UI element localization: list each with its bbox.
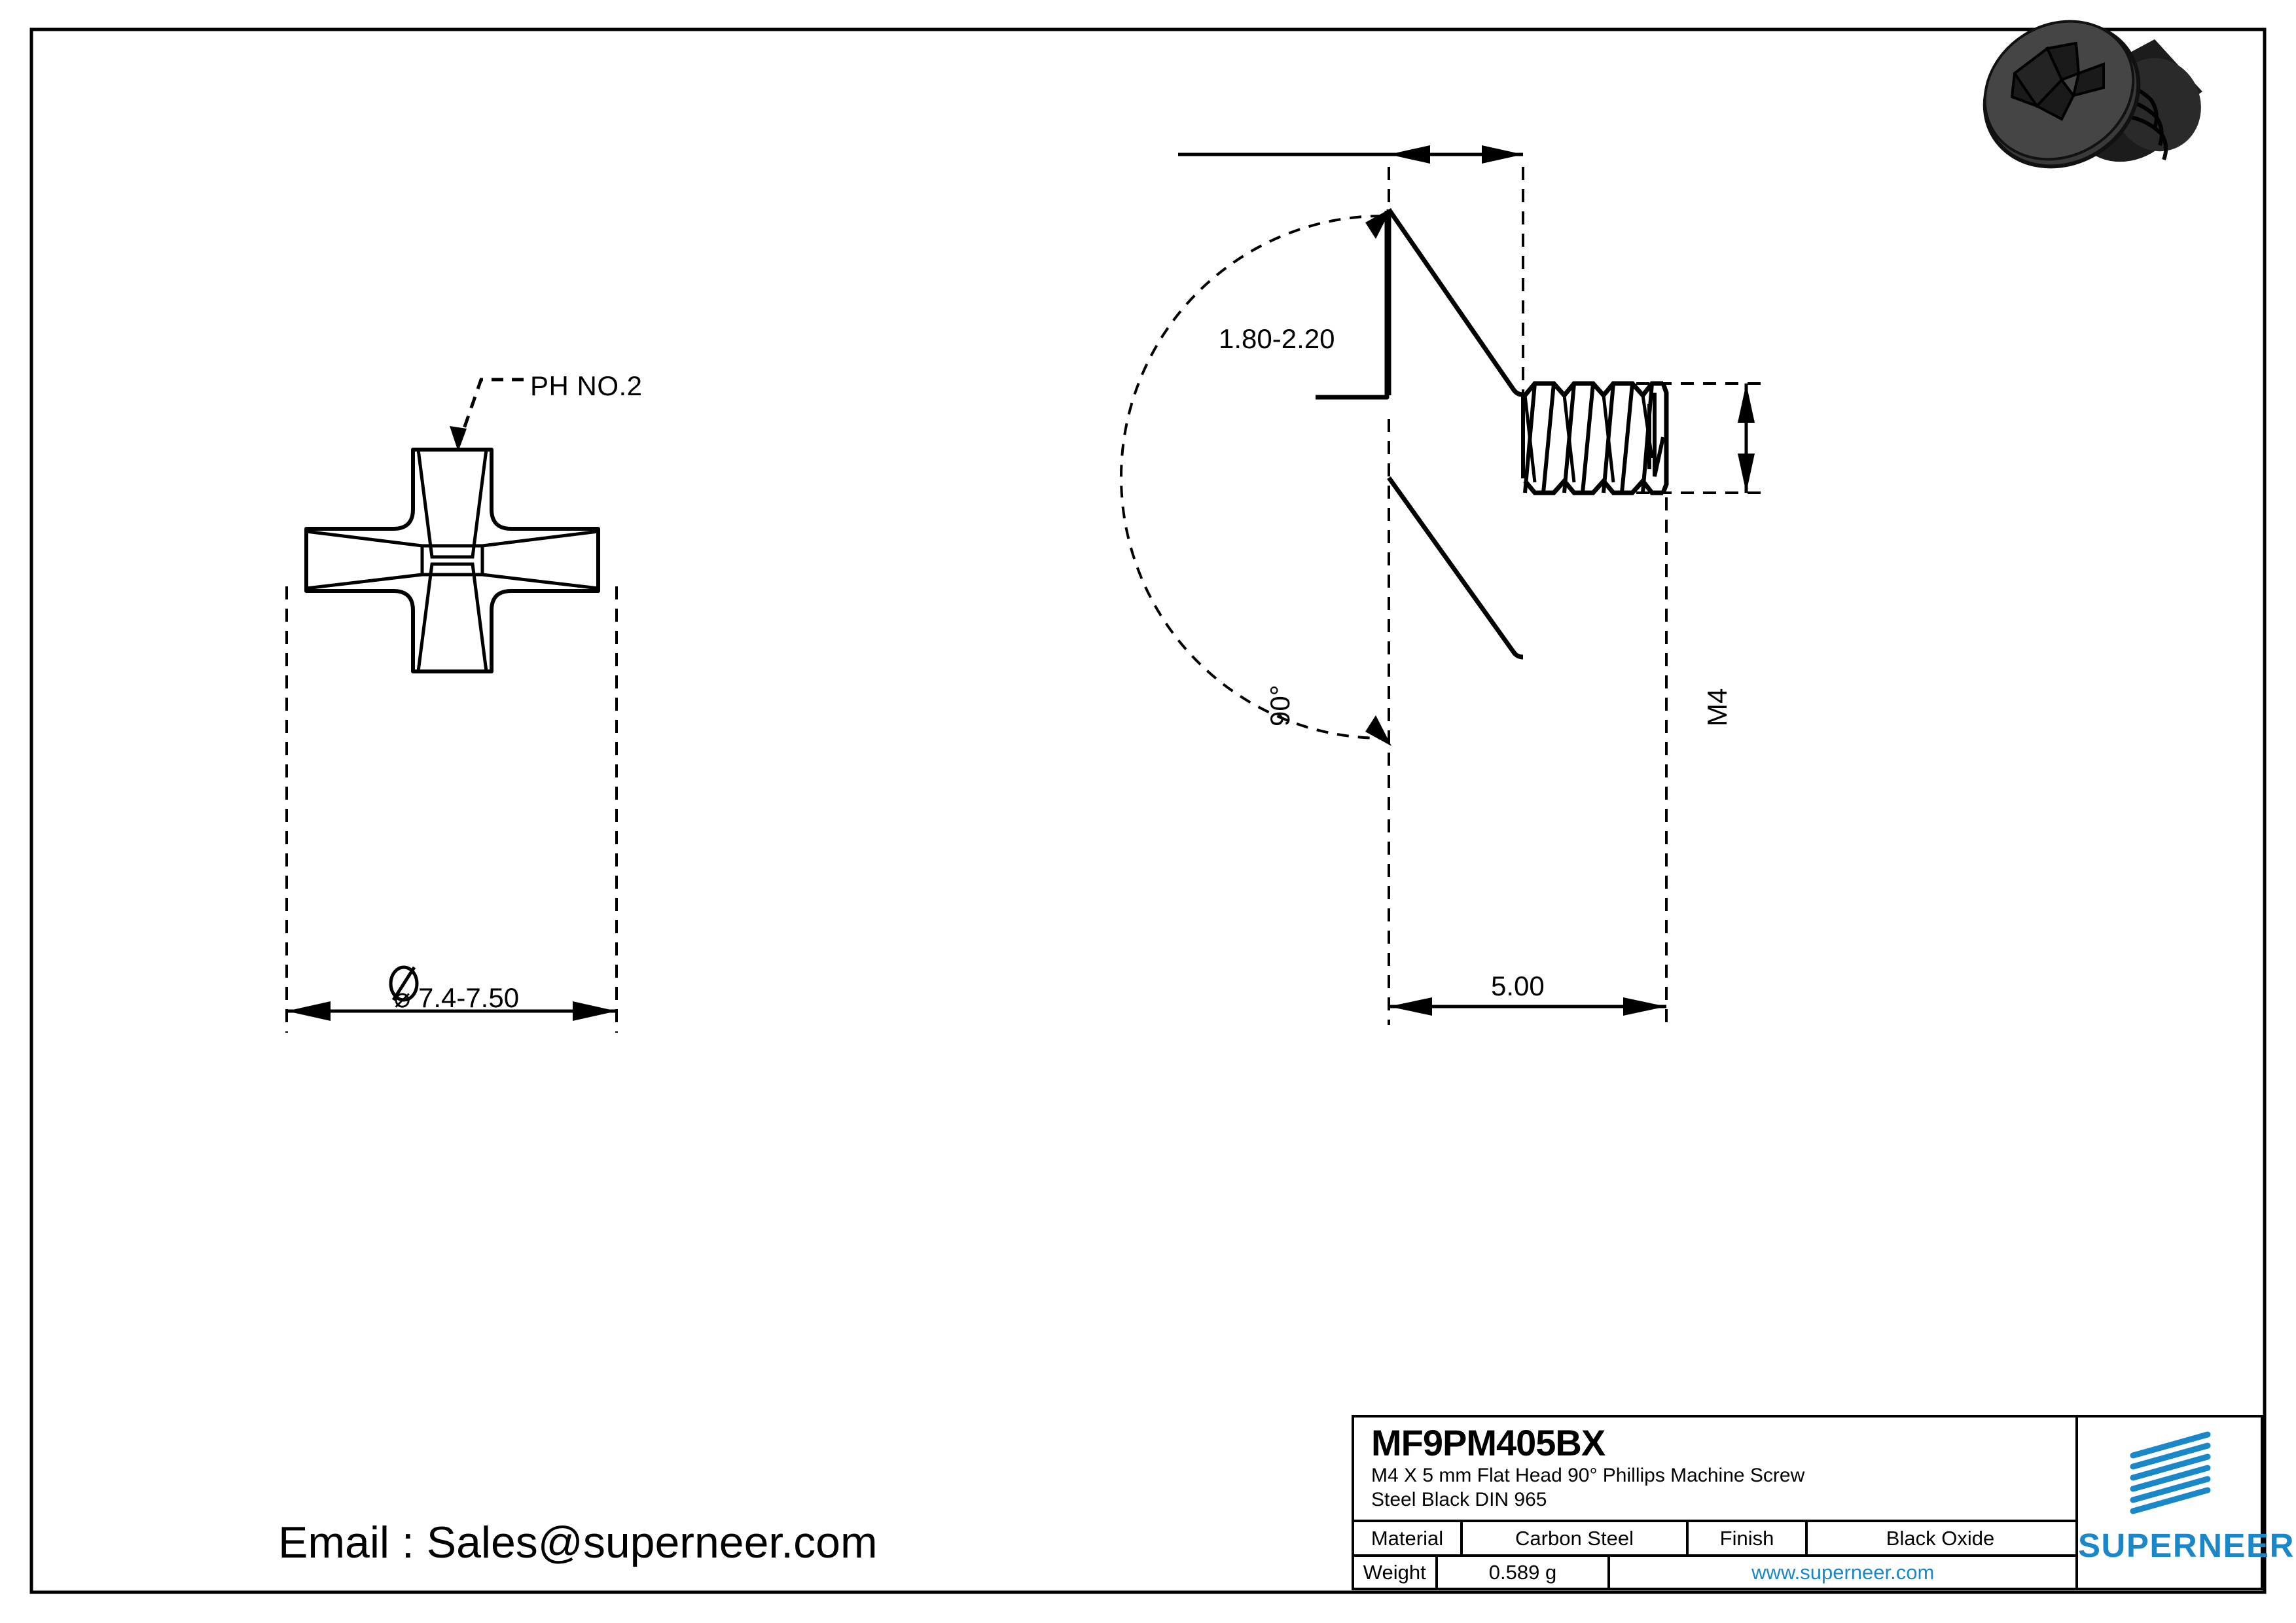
material-finish-row: Material Carbon Steel Finish Black Oxide bbox=[1354, 1522, 2075, 1557]
material-label: Material bbox=[1354, 1522, 1463, 1554]
thread-size-dim-label: M4 bbox=[1702, 688, 1732, 726]
thread-end-chamfer bbox=[1653, 393, 1665, 477]
angle-arrow-bottom bbox=[1365, 715, 1391, 746]
head-height-arrow-right bbox=[1482, 145, 1523, 164]
angle-arrow-top bbox=[1365, 208, 1391, 239]
material-value: Carbon Steel bbox=[1463, 1522, 1689, 1554]
front-dim-arrow-right bbox=[573, 1001, 617, 1021]
phillips-flute-top bbox=[416, 449, 488, 559]
length-dim-label: 5.00 bbox=[1491, 971, 1545, 1001]
phillips-flute-left bbox=[306, 529, 424, 590]
head-taper-upper bbox=[1387, 208, 1524, 397]
phillips-center-square bbox=[420, 544, 484, 577]
phillips-leader-line bbox=[458, 378, 524, 440]
description-line-2: Steel Black DIN 965 bbox=[1371, 1489, 1547, 1510]
diameter-symbol bbox=[389, 965, 419, 1002]
thread-end-face bbox=[1660, 382, 1669, 494]
angle-arc bbox=[1120, 215, 1383, 740]
weight-website-row: Weight 0.589 g www.superneer.com bbox=[1354, 1557, 2075, 1588]
len-arrow-left bbox=[1389, 997, 1432, 1016]
thread-root-lines bbox=[1523, 395, 1654, 483]
head-taper-lower bbox=[1387, 476, 1524, 660]
isometric-screw-render bbox=[1982, 20, 2202, 169]
phillips-leader-arrow bbox=[450, 426, 467, 452]
front-view-screw-head bbox=[285, 378, 618, 1033]
head-height-arrow-left bbox=[1389, 145, 1430, 164]
finish-value: Black Oxide bbox=[1886, 1526, 1995, 1550]
phillips-recess-outline bbox=[304, 448, 600, 673]
thread-crest-line-top bbox=[1523, 381, 1663, 399]
head-height-dim-label: 1.80-2.20 bbox=[1219, 323, 1335, 354]
description-line-1: M4 X 5 mm Flat Head 90° Phillips Machine… bbox=[1371, 1465, 1805, 1486]
m4-arrow-top bbox=[1738, 383, 1755, 423]
phillips-flute-bottom bbox=[416, 562, 488, 672]
part-number: MF9PM405BX bbox=[1371, 1422, 1605, 1463]
contact-email-text: Email : Sales@superneer.com bbox=[278, 1518, 878, 1567]
len-arrow-right bbox=[1623, 997, 1666, 1016]
weight-value: 0.589 g bbox=[1438, 1557, 1611, 1588]
head-profile-outline bbox=[1316, 211, 1390, 400]
thread-flank-lines bbox=[1523, 383, 1654, 493]
m4-arrow-bottom bbox=[1738, 454, 1755, 493]
sheet-border bbox=[29, 27, 2267, 1594]
brand-wordmark: SUPERNEER bbox=[2078, 1527, 2295, 1564]
side-view-screw-profile bbox=[1120, 145, 1767, 1025]
superneer-logo-icon bbox=[2130, 1431, 2211, 1514]
title-block-info-column: MF9PM405BX M4 X 5 mm Flat Head 90° Phill… bbox=[1354, 1418, 2078, 1588]
title-block-description-cell: MF9PM405BX M4 X 5 mm Flat Head 90° Phill… bbox=[1354, 1418, 2075, 1522]
title-block: MF9PM405BX M4 X 5 mm Flat Head 90° Phill… bbox=[1352, 1415, 2295, 1590]
finish-label: Finish bbox=[1689, 1522, 1808, 1554]
head-angle-dim-label: 90° bbox=[1265, 685, 1295, 726]
weight-label: Weight bbox=[1354, 1557, 1438, 1588]
front-dim-arrow-left bbox=[287, 1001, 331, 1021]
iso-phillips-recess bbox=[2010, 41, 2105, 121]
title-block-logo-column: SUPERNEER bbox=[2078, 1418, 2295, 1588]
website-link[interactable]: www.superneer.com bbox=[1751, 1560, 1935, 1584]
callout-phillips-label: PH NO.2 bbox=[530, 370, 643, 401]
phillips-flute-right bbox=[480, 529, 599, 590]
head-diameter-dim-label: ⌀ 7.4-7.50 bbox=[394, 982, 520, 1013]
